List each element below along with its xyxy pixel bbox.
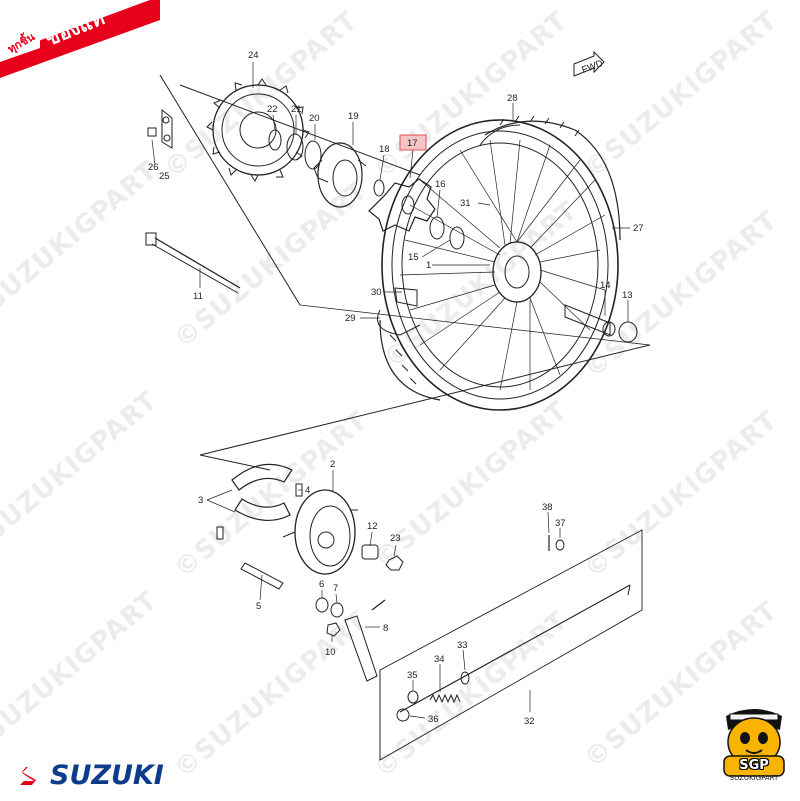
mascot-short: SGP <box>739 758 769 773</box>
callout-21: 21 <box>291 104 302 115</box>
callout-35: 35 <box>407 670 418 681</box>
sprocket <box>206 78 310 182</box>
brake-rod-box <box>379 529 643 761</box>
callout-26: 26 <box>148 162 159 173</box>
leader-lines <box>151 62 630 719</box>
rim-strip <box>394 287 418 307</box>
washer <box>555 539 565 551</box>
nut <box>385 555 404 571</box>
callout-16: 16 <box>435 179 446 190</box>
callout-11: 11 <box>193 291 203 302</box>
bushing <box>361 544 379 560</box>
callout-15: 15 <box>408 252 419 263</box>
cush-damper <box>368 178 436 232</box>
return-spring <box>429 693 461 704</box>
fwd-arrow: FWD <box>573 50 605 77</box>
callout-17: 17 <box>407 138 418 149</box>
oil-seal <box>304 140 322 170</box>
callout-38: 38 <box>542 502 553 513</box>
callout-labels: 24 22 21 20 19 18 17 16 26 25 28 31 27 1… <box>148 50 644 727</box>
mascot-icon <box>723 709 785 777</box>
axle-shaft <box>145 232 241 294</box>
callout-27: 27 <box>633 223 644 234</box>
callout-8: 8 <box>383 623 388 634</box>
perspective-line <box>199 454 271 471</box>
callout-2: 2 <box>330 459 335 470</box>
brake-shoes <box>216 463 303 540</box>
callout-7: 7 <box>333 583 338 594</box>
mascot-logo: SGP SUZUKIGPART <box>718 700 790 796</box>
washer <box>268 129 282 151</box>
callout-13: 13 <box>622 290 633 301</box>
brake-lever <box>344 615 378 682</box>
nut <box>326 622 341 637</box>
brand-logo: SUZUKI <box>18 760 164 791</box>
perspective-line <box>179 84 421 176</box>
callout-19: 19 <box>348 111 359 122</box>
bolt-plate <box>147 108 173 149</box>
washer <box>460 671 470 685</box>
banner-tab <box>0 28 40 62</box>
adjusting-nut <box>396 708 410 722</box>
callout-6: 6 <box>319 579 324 590</box>
callout-18: 18 <box>379 144 390 155</box>
callout-4: 4 <box>305 485 310 496</box>
washer <box>330 602 344 618</box>
callout-30: 30 <box>371 287 382 298</box>
perspective-line <box>299 304 651 346</box>
brake-rod <box>399 584 631 713</box>
callout-31: 31 <box>460 198 471 209</box>
callout-12: 12 <box>367 521 378 532</box>
callout-28: 28 <box>507 93 518 104</box>
callout-22: 22 <box>267 104 278 115</box>
axle-spacer <box>564 304 611 336</box>
bolt <box>371 599 386 611</box>
axle-spacer-end <box>602 321 616 337</box>
joint-pin <box>407 690 419 704</box>
brake-panel <box>282 489 358 575</box>
callout-3: 3 <box>198 495 203 506</box>
callout-24: 24 <box>248 50 259 61</box>
washer <box>315 597 329 613</box>
callout-29: 29 <box>345 313 356 324</box>
bearing <box>286 133 304 161</box>
mascot-name: SUZUKIGPART <box>729 774 779 782</box>
brand-s-icon <box>20 766 40 785</box>
brand-name: SUZUKI <box>50 760 164 791</box>
authentic-banner: ทุกชิ้น ของแท้ <box>0 0 170 80</box>
brake-rod-end <box>627 584 631 596</box>
highlight-box <box>399 134 427 151</box>
callout-20: 20 <box>309 113 320 124</box>
spacer <box>373 179 385 197</box>
callout-5: 5 <box>256 601 261 612</box>
bearing <box>449 226 465 250</box>
callout-1: 1 <box>426 260 431 271</box>
brake-cam <box>240 562 284 590</box>
perspective-line <box>199 344 651 456</box>
rear-wheel <box>377 115 621 411</box>
callout-37: 37 <box>555 518 566 529</box>
callout-10: 10 <box>325 647 336 658</box>
callout-36: 36 <box>428 714 439 725</box>
perspective-line <box>159 74 301 306</box>
callout-34: 34 <box>434 654 445 665</box>
callout-23: 23 <box>390 533 401 544</box>
callout-33: 33 <box>457 640 468 651</box>
callout-32: 32 <box>524 716 535 727</box>
axle-nut <box>618 321 638 343</box>
banner-ribbon <box>0 0 160 78</box>
callout-25: 25 <box>159 171 170 182</box>
sprocket-drum <box>313 142 367 208</box>
callout-14: 14 <box>600 280 611 291</box>
